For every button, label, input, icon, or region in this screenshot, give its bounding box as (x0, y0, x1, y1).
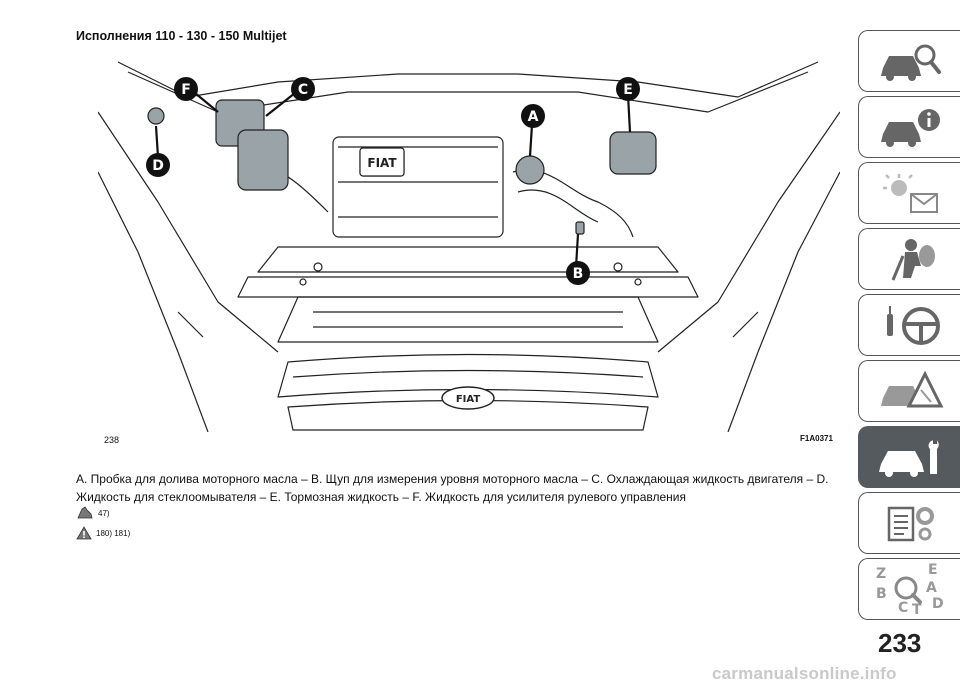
callout-e: E (616, 77, 640, 101)
svg-text:FIAT: FIAT (367, 156, 397, 170)
oil-filler-cap (515, 155, 545, 185)
callout-a: A (521, 104, 545, 128)
section-heading: Исполнения 110 - 130 - 150 Multijet (76, 29, 287, 43)
figure-caption: A. Пробка для долива моторного масла – B… (76, 472, 829, 504)
tab-car-info[interactable] (858, 96, 960, 158)
engine-bay-illustration: FIAT FIAT F C A E (98, 61, 840, 432)
page-number: 233 (878, 628, 922, 658)
figure-number: 238 (104, 435, 120, 445)
engine-bay-figure: FIAT FIAT F C A E (98, 52, 840, 432)
svg-text:FIAT: FIAT (456, 394, 481, 405)
caution-note: 47) (76, 506, 110, 520)
warning-light-message-icon (882, 174, 938, 213)
caution-hand-icon (77, 506, 93, 519)
tab-safety[interactable] (858, 228, 960, 290)
svg-text:Z: Z (876, 566, 886, 582)
warning-triangle-icon (76, 526, 92, 540)
svg-text:E: E (623, 82, 633, 98)
coolant-reservoir (237, 129, 289, 191)
tab-car-search[interactable] (858, 30, 960, 92)
svg-text:B: B (573, 266, 584, 282)
svg-text:C: C (298, 82, 308, 98)
grille-emblem: FIAT (441, 386, 495, 410)
svg-text:A: A (528, 109, 539, 125)
airbag-seat-icon (891, 239, 935, 281)
warning-note: 180) 181) (76, 526, 130, 540)
washer-fluid-cap (147, 107, 165, 125)
engine-cover-emblem: FIAT (359, 147, 405, 177)
steering-wheel-icon (886, 306, 940, 345)
svg-text:F: F (181, 82, 191, 98)
tab-emergency[interactable] (858, 360, 960, 422)
alphabetical-index-icon: Z E A B D C T (876, 562, 944, 616)
svg-text:E: E (928, 562, 938, 578)
svg-text:C: C (898, 600, 908, 616)
svg-text:D: D (152, 158, 164, 174)
car-search-icon (880, 44, 941, 81)
callout-d: D (146, 153, 170, 177)
warning-references[interactable]: 180) 181) (96, 528, 131, 538)
svg-text:A: A (926, 580, 937, 596)
tab-maintenance[interactable] (858, 426, 960, 488)
tab-warning-lights[interactable] (858, 162, 960, 224)
car-maintenance-icon (878, 438, 939, 477)
brake-fluid-reservoir (609, 131, 657, 175)
svg-text:B: B (876, 586, 887, 602)
technical-data-icon (887, 506, 934, 542)
callout-c: C (291, 77, 315, 101)
svg-text:T: T (912, 602, 922, 616)
car-emergency-icon (880, 370, 943, 408)
oil-dipstick (575, 221, 585, 235)
tab-driving[interactable] (858, 294, 960, 356)
figure-code: F1A0371 (800, 434, 833, 443)
car-info-icon (880, 109, 940, 147)
tab-technical-data[interactable] (858, 492, 960, 554)
caution-reference[interactable]: 47) (98, 508, 110, 518)
tab-alphabetical-index[interactable]: Z E A B D C T (858, 558, 960, 620)
watermark: carmanualsonline.info (712, 664, 897, 683)
svg-text:D: D (932, 596, 944, 612)
callout-b: B (566, 261, 590, 285)
callout-f: F (174, 77, 198, 101)
